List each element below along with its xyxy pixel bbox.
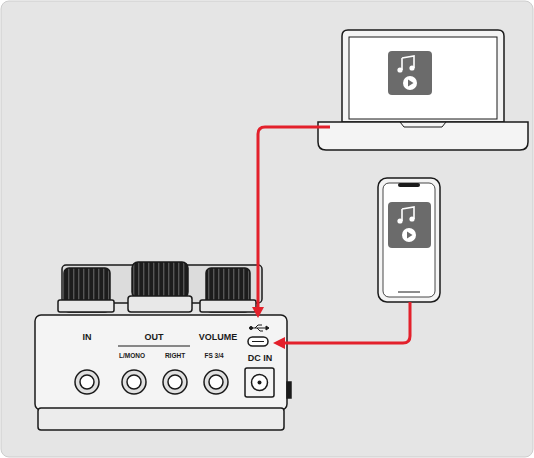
arrowhead (252, 307, 264, 318)
panel-label: L/MONO (119, 352, 145, 359)
panel-label: DC IN (248, 353, 273, 363)
panel-label-wrap: IN (83, 333, 92, 342)
usb-symbol (250, 325, 270, 331)
panel-label-wrap: L/MONO (119, 353, 145, 360)
panel-label-wrap: RIGHT (165, 353, 185, 360)
panel-label-wrap: FS 3/4 (204, 353, 223, 360)
panel-label-wrap: VOLUME (199, 333, 238, 342)
music-app-icon (388, 202, 431, 248)
panel-label-wrap: OUT (145, 333, 164, 342)
music-app-icon (388, 51, 432, 95)
arrowhead (273, 337, 285, 349)
laptop (318, 30, 528, 150)
panel-label: VOLUME (199, 332, 238, 342)
panel-label: FS 3/4 (204, 352, 223, 359)
usb-cable (258, 127, 410, 343)
phone (378, 178, 440, 302)
panel-label: OUT (145, 332, 164, 342)
pedal (35, 262, 291, 430)
panel-label: RIGHT (165, 352, 185, 359)
panel-label-wrap: DC IN (248, 354, 273, 363)
panel-label: IN (83, 332, 92, 342)
